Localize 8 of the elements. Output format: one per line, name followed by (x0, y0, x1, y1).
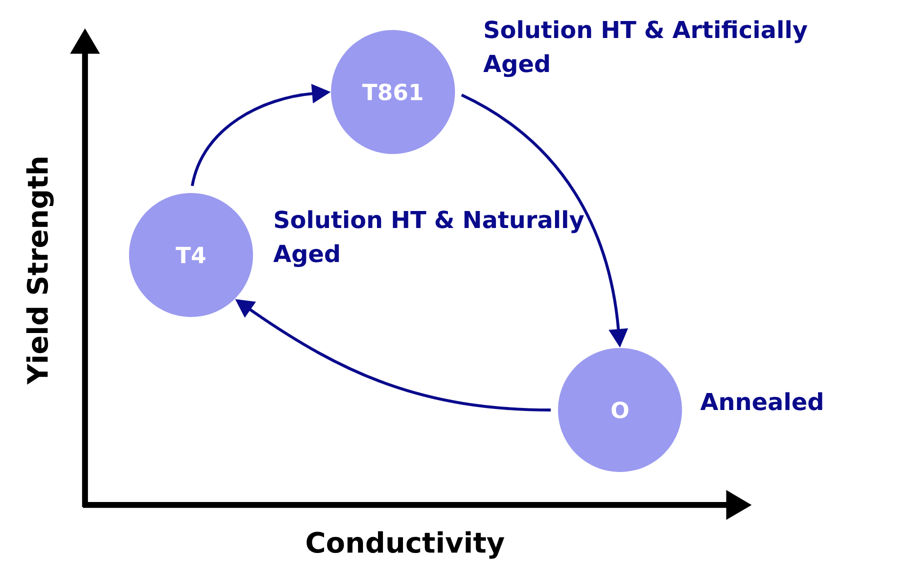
disc-node: O (558, 348, 682, 472)
disc-node: T4 (129, 192, 253, 317)
axis-label: Conductivity (306, 531, 504, 559)
state-label: Solution HT & Artificially Aged (483, 20, 808, 78)
state-label: Solution HT & Naturally Aged (273, 210, 584, 268)
state-label: Annealed (700, 392, 822, 410)
disc-node: T861 (331, 30, 455, 154)
axis-label: Yield Strength (26, 158, 54, 385)
